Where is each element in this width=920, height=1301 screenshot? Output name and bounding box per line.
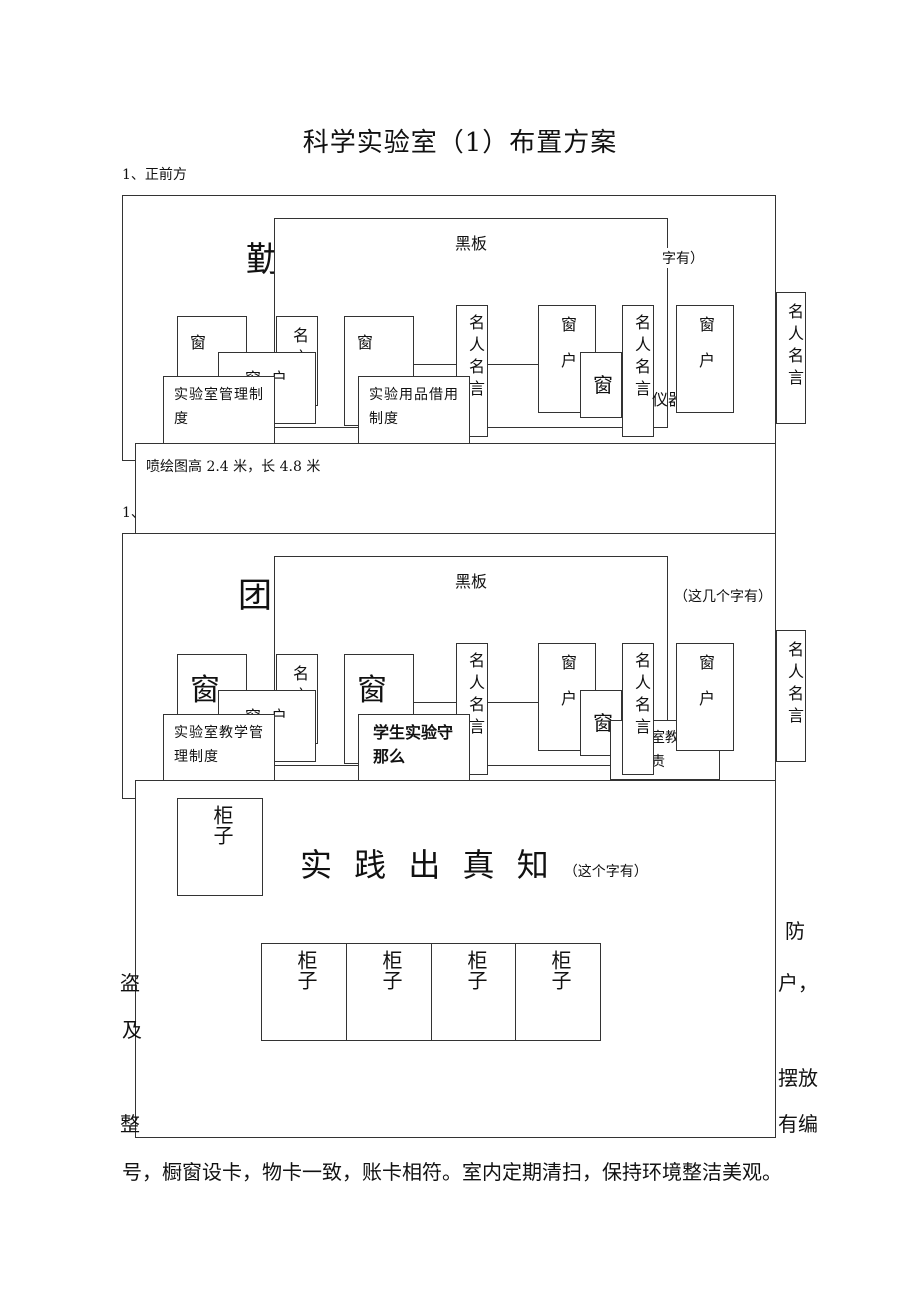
window-e-2: 窗户	[676, 643, 734, 751]
partial-text-left-3: 整	[120, 1112, 140, 1136]
cabinet: 柜子	[346, 943, 432, 1041]
quote-b-2: 名人名言	[456, 643, 488, 775]
partial-text-right-4: 有编	[778, 1112, 818, 1136]
partial-text-right-2: 户，	[778, 971, 818, 995]
big-slogan-char-2: 团	[238, 576, 272, 616]
cabinet: 柜子	[261, 943, 347, 1041]
rules-board-5: 学生实验守那么	[358, 714, 470, 782]
cabinet: 柜子	[515, 943, 601, 1041]
partial-text-left-2: 及	[122, 1018, 142, 1042]
rules-board-1: 实验室管理制度	[163, 376, 275, 444]
window-e: 窗户	[676, 305, 734, 413]
slogan-note: 字有）	[660, 248, 706, 268]
cabinet-top: 柜子	[177, 798, 263, 896]
quote-side: 名人名言	[776, 292, 806, 424]
partial-text-right-3: 摆放	[778, 1066, 818, 1090]
rules-board-2: 实验用品借用制度	[358, 376, 470, 444]
partial-text-left-1: 盗	[120, 971, 140, 995]
mural-banner: 喷绘图高 2.4 米，长 4.8 米	[135, 443, 776, 535]
quote-c-2: 名人名言	[622, 643, 654, 775]
cabinet-row: 柜子 柜子 柜子 柜子	[261, 943, 601, 1041]
partial-text-right-1: 防	[785, 919, 805, 943]
rules-board-4: 实验室教学管理制度	[163, 714, 275, 782]
blackboard-label-2: 黑板	[455, 572, 488, 591]
quote-side-2: 名人名言	[776, 630, 806, 762]
blackboard-label: 黑板	[455, 234, 488, 253]
motto: 实 践 出 真 知 （这个字有）	[300, 846, 648, 884]
section-heading-front: 1、正前方	[122, 167, 187, 183]
section-heading-2: 1、	[122, 505, 145, 521]
slogan-note-2: （这几个字有）	[672, 586, 774, 606]
window-d: 窗	[580, 352, 622, 418]
page-title: 科学实验室（1）布置方案	[302, 128, 618, 158]
quote-c: 名人名言	[622, 305, 654, 437]
cabinet: 柜子	[431, 943, 517, 1041]
body-paragraph-last-line: 号，橱窗设卡，物卡一致，账卡相符。室内定期清扫，保持环境整洁美观。	[122, 1160, 782, 1184]
